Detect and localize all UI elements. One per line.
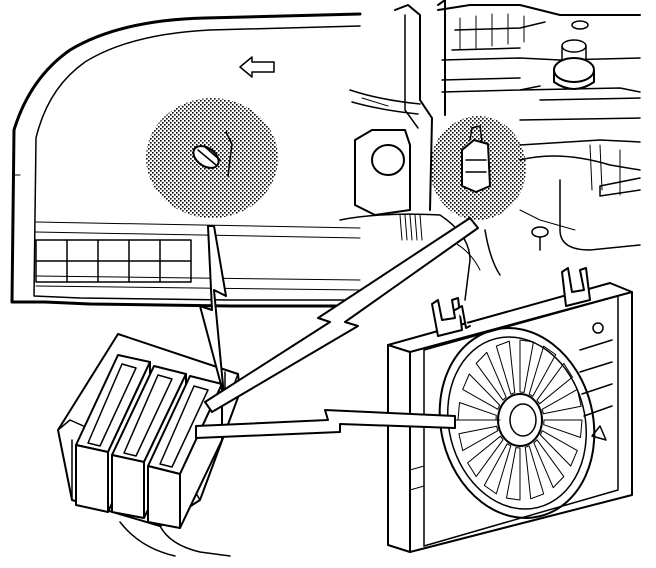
relay-block xyxy=(57,333,241,557)
fuse-grid xyxy=(35,239,192,283)
fan-blade xyxy=(524,445,545,500)
fan-blade xyxy=(506,447,521,501)
fan-blade xyxy=(483,443,512,495)
fan-blade xyxy=(519,339,534,393)
fan-blade xyxy=(533,439,565,489)
dashboard-relay-highlight xyxy=(146,98,278,218)
fan-blade xyxy=(458,425,499,452)
left-arrow-icon xyxy=(239,56,275,78)
fan-blade xyxy=(462,373,501,410)
dashboard-panel xyxy=(10,12,362,308)
fan-blade xyxy=(536,362,573,405)
fan-blade xyxy=(495,340,516,395)
callout-leaders xyxy=(195,217,479,439)
fan-blade xyxy=(467,435,504,478)
fan-blade xyxy=(528,345,557,397)
fan-blades xyxy=(457,339,583,501)
fan-blade xyxy=(539,430,578,467)
fan-blade xyxy=(541,388,582,415)
fan-blade xyxy=(475,351,507,401)
engine-relay-highlight xyxy=(430,116,526,220)
radiator-fan-assembly xyxy=(387,267,633,553)
fan-blade xyxy=(543,419,583,438)
engine-bay xyxy=(339,0,641,301)
